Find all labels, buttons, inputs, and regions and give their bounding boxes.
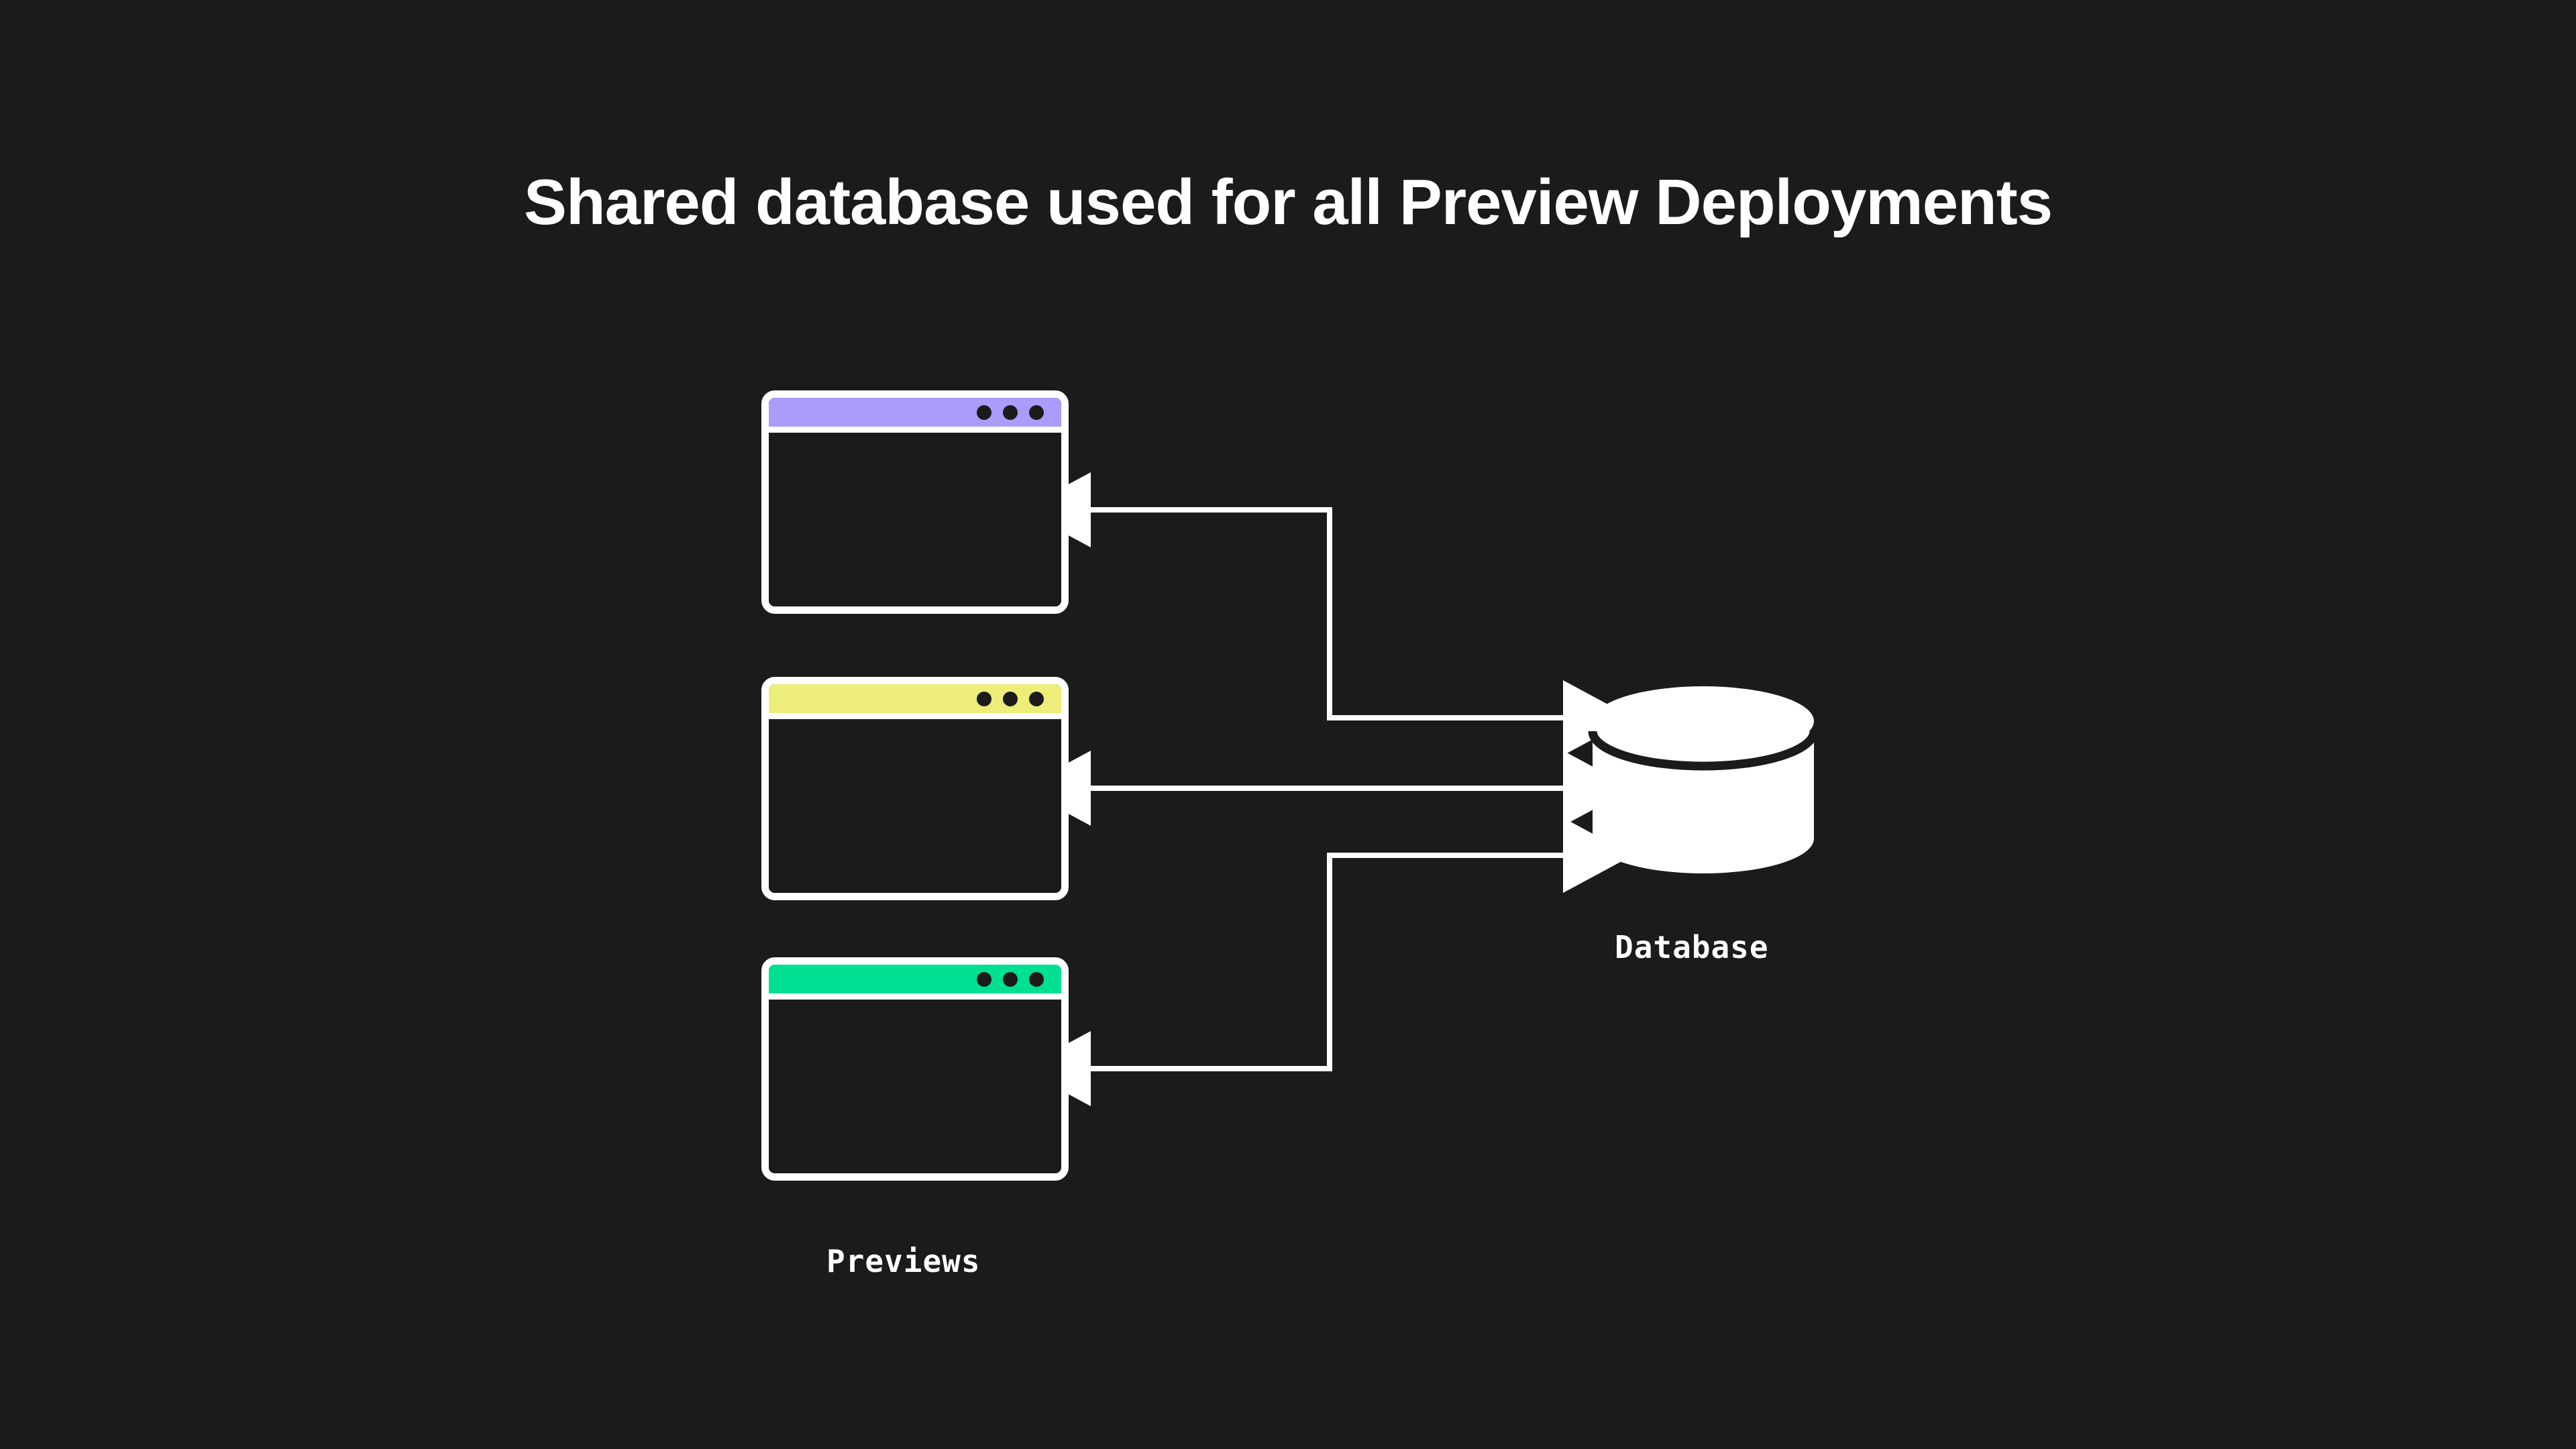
connector-green-to-database: [1021, 818, 1633, 1106]
database-label: Database: [1615, 929, 1769, 965]
database-cylinder-icon: [1588, 686, 1819, 873]
window-body-green: [769, 1000, 1061, 1173]
page-title: Shared database used for all Preview Dep…: [523, 166, 2053, 238]
window-dot-icon: [1029, 691, 1044, 706]
connector-purple-to-database: [1021, 472, 1633, 755]
window-body-yellow: [769, 719, 1061, 893]
window-dot-icon: [977, 405, 991, 420]
window-dot-icon: [977, 691, 991, 706]
window-titlebar-green: [769, 965, 1061, 1000]
window-body-purple: [769, 433, 1061, 606]
window-dot-icon: [1029, 971, 1044, 987]
preview-window-purple[interactable]: [761, 390, 1069, 614]
window-titlebar-purple: [769, 398, 1061, 433]
preview-window-yellow[interactable]: [761, 677, 1069, 900]
preview-window-green[interactable]: [761, 957, 1069, 1181]
window-titlebar-yellow: [769, 684, 1061, 719]
window-dot-icon: [1029, 405, 1044, 420]
window-dot-icon: [1003, 971, 1018, 987]
window-dot-icon: [1003, 691, 1018, 706]
window-dot-icon: [1003, 405, 1018, 420]
previews-group-label: Previews: [826, 1243, 981, 1279]
window-dot-icon: [977, 971, 991, 987]
